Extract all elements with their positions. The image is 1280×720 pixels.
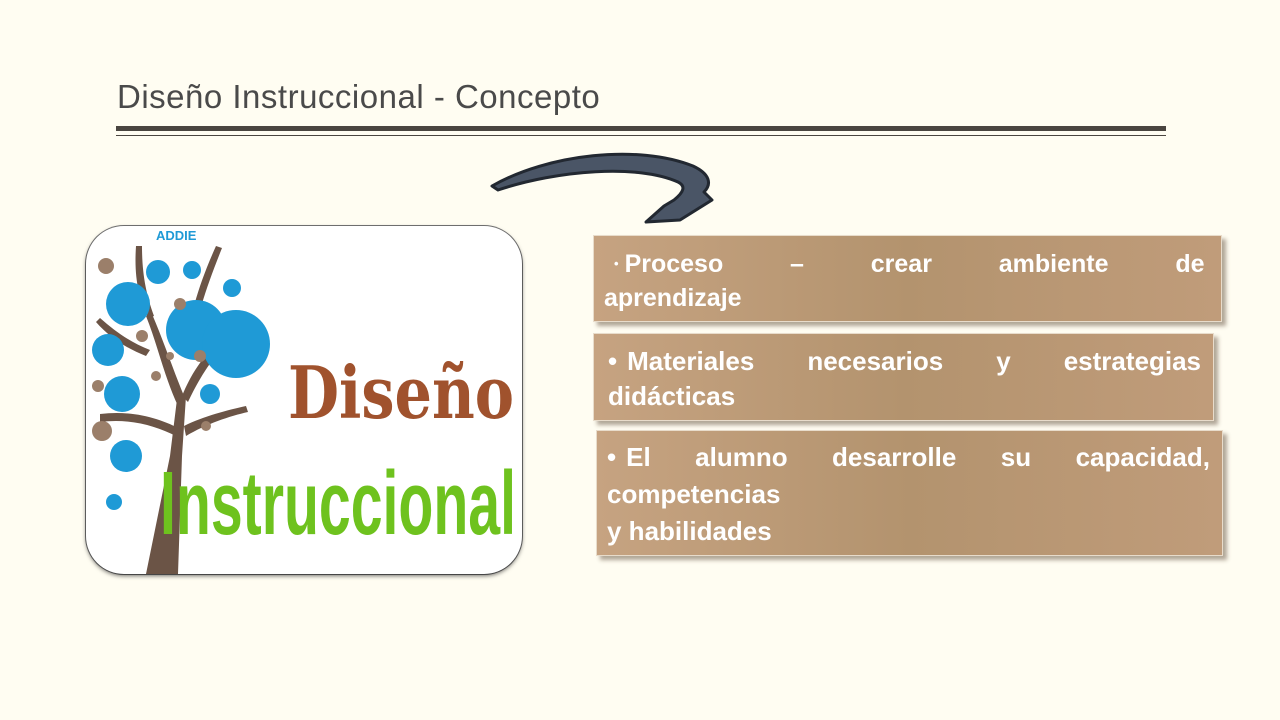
- point-box-alumno: • El alumno desarrolle su capacidad, comp…: [596, 430, 1223, 556]
- point-word: ambiente: [998, 250, 1109, 279]
- curved-arrow-icon: [490, 152, 714, 224]
- bullet-icon: •: [608, 346, 618, 376]
- point-word: El: [626, 442, 651, 472]
- point-word: de: [1175, 250, 1205, 279]
- point-line: y habilidades: [607, 516, 772, 546]
- point-word: –: [790, 250, 804, 279]
- point-word: crear: [870, 250, 932, 279]
- point-line: didácticas: [608, 381, 736, 411]
- bullet-icon: •: [607, 442, 617, 472]
- bullet-icon: •: [614, 256, 619, 272]
- point-box-materiales: • Materiales necesarios y estrategias did…: [593, 333, 1214, 421]
- title-rule-thick: [116, 126, 1166, 131]
- point-line: competencias: [607, 479, 781, 509]
- point-word: desarrolle: [832, 442, 957, 472]
- point-word: su: [1000, 442, 1032, 472]
- title-rule-thin: [116, 135, 1166, 136]
- point-word: necesarios: [807, 346, 944, 376]
- point-word: Materiales: [627, 346, 755, 376]
- point-box-proceso: • Proceso – crear ambiente de aprendizaj…: [593, 235, 1222, 322]
- logo-word-instruccional: Instruccional: [160, 454, 516, 554]
- point-line: aprendizaje: [604, 284, 742, 313]
- point-word: alumno: [695, 442, 788, 472]
- point-word: estrategias: [1063, 346, 1201, 376]
- point-word: capacidad,: [1075, 442, 1210, 472]
- point-word: y: [996, 346, 1011, 376]
- diseno-instruccional-logo: ADDIE Diseño Instruccional: [86, 226, 522, 574]
- slide-title: Diseño Instruccional - Concepto: [117, 78, 601, 115]
- logo-word-diseno: Diseño: [288, 350, 514, 435]
- addie-badge: ADDIE: [156, 228, 197, 243]
- point-word: Proceso: [624, 250, 724, 279]
